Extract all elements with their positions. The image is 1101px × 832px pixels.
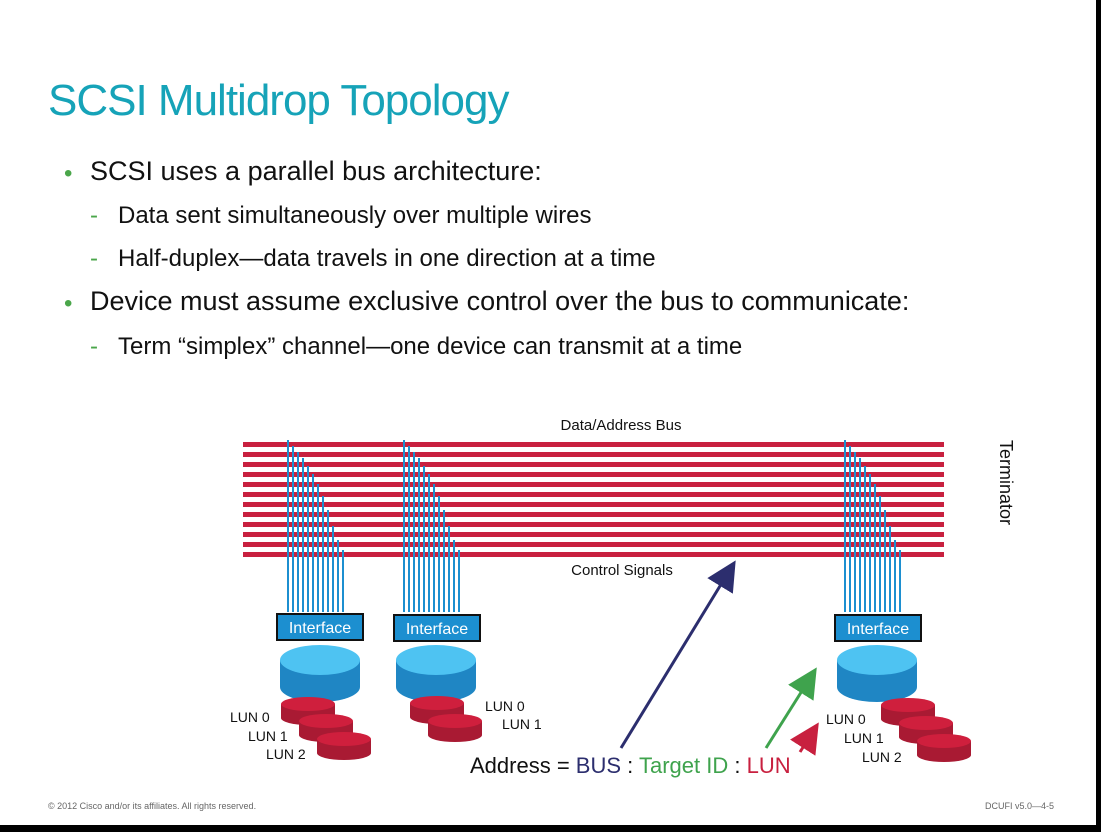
interface-box — [393, 614, 481, 642]
address-formula: Address = BUS : Target ID : LUN — [470, 753, 791, 778]
disk-icon — [837, 645, 917, 702]
lun-arrow — [790, 722, 819, 756]
lun-disk — [428, 714, 482, 742]
slide-title: SCSI Multidrop Topology — [48, 76, 509, 125]
lun-disk — [317, 732, 371, 760]
address-prefix: Address = — [470, 753, 576, 778]
device-3: Interface LUN 0 LUN 1 LUN 2 — [826, 614, 971, 765]
bus-line — [243, 452, 944, 457]
bus-line — [243, 552, 944, 557]
lun-disk — [917, 734, 971, 762]
sub-dash: - — [90, 333, 98, 360]
interface-label: Interface — [847, 621, 909, 638]
footer-course-code: DCUFI v5.0—4-5 — [985, 801, 1055, 811]
lun-label: LUN 1 — [844, 730, 884, 746]
interface-label: Interface — [289, 620, 351, 637]
lun-label: LUN 0 — [826, 711, 866, 727]
bus-arrow — [619, 560, 736, 749]
data-address-bus-label: Data/Address Bus — [561, 417, 682, 434]
bus-line — [243, 512, 944, 517]
disk-icon — [280, 645, 360, 702]
sub-dash: - — [90, 245, 98, 272]
lun-label: LUN 1 — [502, 716, 542, 732]
address-sep: : — [728, 753, 746, 778]
address-target-id: Target ID — [639, 753, 728, 778]
sub-bullet-2: Half-duplex—data travels in one directio… — [118, 245, 656, 272]
control-signals-label: Control Signals — [571, 562, 673, 579]
interface-box — [276, 613, 364, 641]
bus-line — [243, 492, 944, 497]
sub-dash: - — [90, 202, 98, 229]
address-bus: BUS — [576, 753, 621, 778]
address-lun: LUN — [747, 753, 791, 778]
bus-line — [243, 462, 944, 467]
bus-line — [243, 532, 944, 537]
lun-label: LUN 2 — [862, 749, 902, 765]
bullet-1: SCSI uses a parallel bus architecture: — [90, 156, 542, 186]
bullet-2: Device must assume exclusive control ove… — [90, 286, 910, 316]
terminator-label: Terminator — [996, 440, 1016, 525]
bus-line — [243, 472, 944, 477]
lun-label: LUN 0 — [485, 698, 525, 714]
device-wires — [287, 440, 901, 612]
bullet-dot: • — [64, 160, 73, 187]
device-1: Interface LUN 0 LUN 1 LUN 2 — [230, 613, 371, 762]
address-sep: : — [621, 753, 639, 778]
bus-line — [243, 542, 944, 547]
bus-line — [243, 522, 944, 527]
bus-line — [243, 482, 944, 487]
lun-label: LUN 0 — [230, 709, 270, 725]
sub-bullet-3: Term “simplex” channel—one device can tr… — [118, 333, 743, 360]
bullet-dot: • — [64, 290, 73, 317]
disk-icon — [396, 645, 476, 702]
lun-label: LUN 2 — [266, 746, 306, 762]
bus-line — [243, 502, 944, 507]
sub-bullet-1: Data sent simultaneously over multiple w… — [118, 202, 592, 229]
bus-line — [243, 442, 944, 447]
device-2: Interface LUN 0 LUN 1 — [393, 614, 542, 742]
footer-copyright: © 2012 Cisco and/or its affiliates. All … — [48, 801, 257, 811]
interface-box — [834, 614, 922, 642]
lun-label: LUN 1 — [248, 728, 288, 744]
bus-lines — [243, 442, 944, 557]
interface-label: Interface — [406, 621, 468, 638]
target-id-arrow — [764, 667, 817, 749]
